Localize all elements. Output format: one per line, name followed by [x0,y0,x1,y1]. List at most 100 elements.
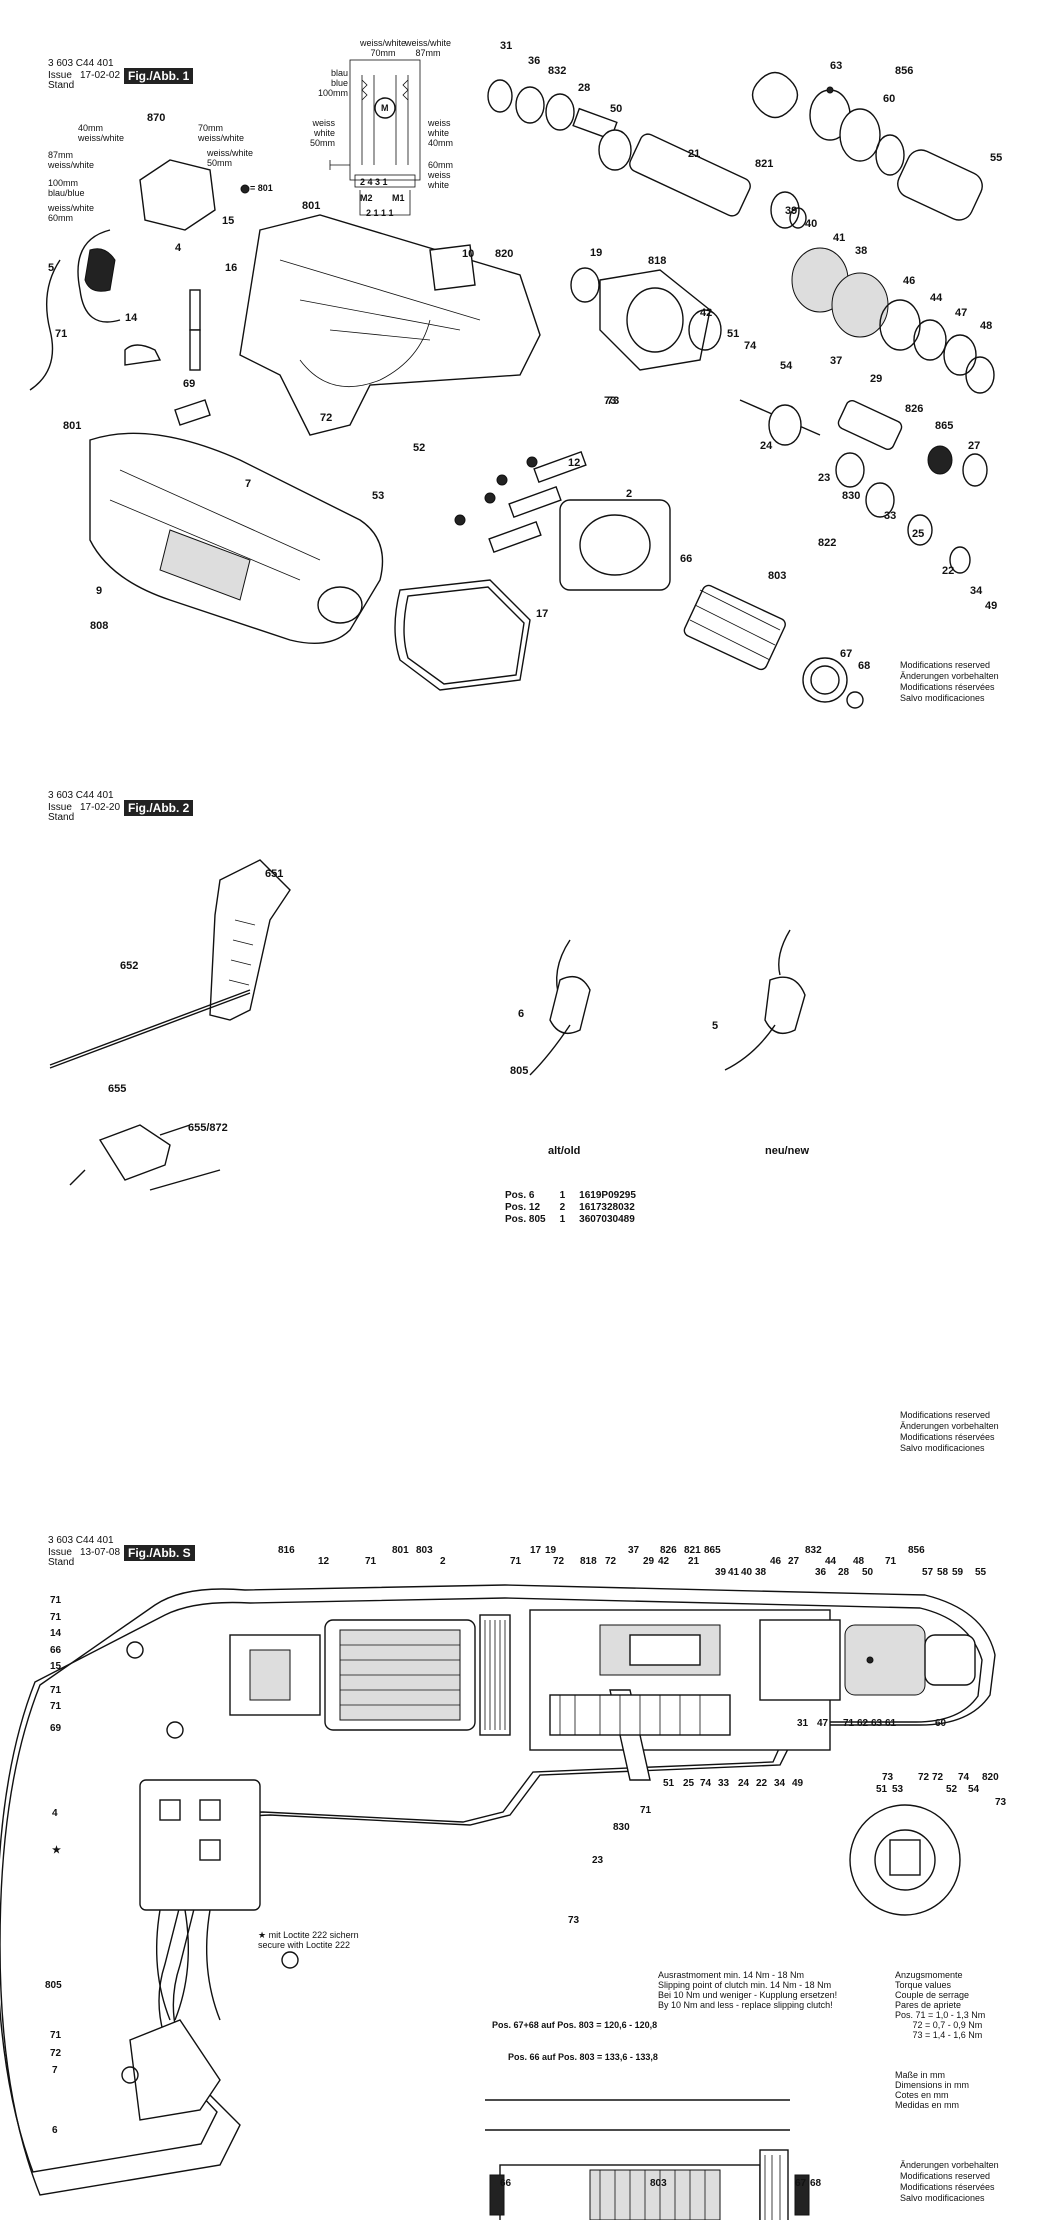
part-5: 5 [712,1020,719,1032]
part-label: 72 [605,1556,617,1567]
part-label: 44 [930,292,943,304]
part-label: 72 [918,1772,930,1783]
part-label: 49 [985,600,998,612]
fig2-label: Fig./Abb. 2 [124,800,194,816]
part-label: 66 [500,2178,512,2189]
part-label: 40 [741,1567,753,1578]
part-label: 73 [568,1915,580,1926]
part-label: 821 [755,158,774,170]
part-label: 865 [935,420,954,432]
wire-terminals: 2 4 3 1 [360,177,388,187]
part-655-872: 655/872 [188,1122,228,1134]
part-label: 22 [942,565,955,577]
part-label: 63 [830,60,843,72]
part-label: 47 [955,307,968,319]
gear-train [791,247,995,487]
part-label: 47 [817,1718,829,1729]
part-label: 51 [876,1784,888,1795]
part-label: 74 [744,340,757,352]
part-label: 41 [728,1567,740,1578]
switch-assembly [29,159,250,391]
part-label: 69 [50,1723,62,1734]
part-label: 15 [222,215,235,227]
part-label: 803 [650,2178,667,2189]
part-label: 57 [922,1567,934,1578]
part-label: 67 [840,648,853,660]
part-label: 7 [52,2065,58,2076]
fig1-issue: Issue [48,70,72,81]
part-label: 61 [885,1718,897,1729]
part-label: 54 [968,1784,980,1795]
fig2-date: 17-02-20 [80,802,121,813]
switch-wire-70: 70mm weiss/white [198,123,245,143]
part-label: 74 [958,1772,970,1783]
part-label: 2 [440,1556,446,1567]
part-label: 71 [365,1556,377,1567]
part-label: 69 [183,378,196,390]
part-label: 7 [245,478,252,490]
part-label: 19 [545,1545,557,1556]
part-label: 822 [818,537,837,549]
part-label: 21 [688,1556,700,1567]
part-label: 73 [995,1797,1007,1808]
part-label: 71 [843,1718,855,1729]
fig1-stand: Stand [48,80,75,91]
part-label: 2 [626,488,633,500]
part-label: 55 [975,1567,987,1578]
dims-note: Maße in mm Dimensions in mm Cotes en mm … [895,2070,970,2110]
part-label: 68 [810,2178,822,2189]
part-label: 820 [495,248,514,260]
part-label: 19 [590,247,603,259]
part-label: 38 [755,1567,767,1578]
part-label: 63 [871,1718,883,1729]
part-label: 53 [372,490,385,502]
part-label: 801 [63,420,82,432]
part-6: 6 [518,1008,525,1020]
part-label: 36 [815,1567,827,1578]
part-label: 39 [715,1567,727,1578]
part-label: 71 [640,1805,652,1816]
part-label: 72 [553,1556,565,1567]
part-label: 9 [96,585,103,597]
part-label: 17 [536,608,549,620]
part-label: 50 [862,1567,874,1578]
part-label: 856 [895,65,914,77]
fig2-issue: Issue [48,802,72,813]
part-label: 71 [50,1701,62,1712]
switch-wire-100: 100mm blau/blue [48,178,85,198]
part-label: 5 [48,262,55,274]
wire-bottom: 2 1 1 1 [366,208,394,218]
figS-stand: Stand [48,1557,75,1568]
figS-date: 13-07-08 [80,1547,121,1558]
part-label: 17 [530,1545,542,1556]
part-label: 66 [50,1645,62,1656]
part-label: 72 [932,1772,944,1783]
part-label: 25 [912,528,925,540]
part-label: 73 [882,1772,894,1783]
part-label: 856 [908,1545,925,1556]
part-label: 34 [970,585,983,597]
part-label: 28 [838,1567,850,1578]
part-label: 53 [892,1784,904,1795]
part-label: 52 [946,1784,958,1795]
wire-label-87: weiss/white 87mm [405,38,452,58]
part-label: 33 [718,1778,730,1789]
wire-label-60: 60mm weiss white [428,160,454,190]
part-label: 60 [935,1718,947,1729]
switch-wire-50: weiss/white 50mm [207,148,254,168]
part-label: 34 [774,1778,786,1789]
wire-label-40: weiss white 40mm [428,118,454,148]
star-marker: ★ [52,1845,61,1856]
dim-67-68: Pos. 67+68 auf Pos. 803 = 120,6 - 120,8 [492,2020,658,2030]
dim-66: Pos. 66 auf Pos. 803 = 133,6 - 133,8 [508,2052,658,2062]
part-label: 55 [990,152,1003,164]
clutch-note: Ausrastmoment min. 14 Nm - 18 Nm Slippin… [658,1970,838,2010]
part-label: 52 [413,442,426,454]
part-label: 67 [795,2178,807,2189]
part-label: 39 [785,205,798,217]
fig1-date: 17-02-02 [80,70,121,81]
neu-new-label: neu/new [765,1145,810,1157]
